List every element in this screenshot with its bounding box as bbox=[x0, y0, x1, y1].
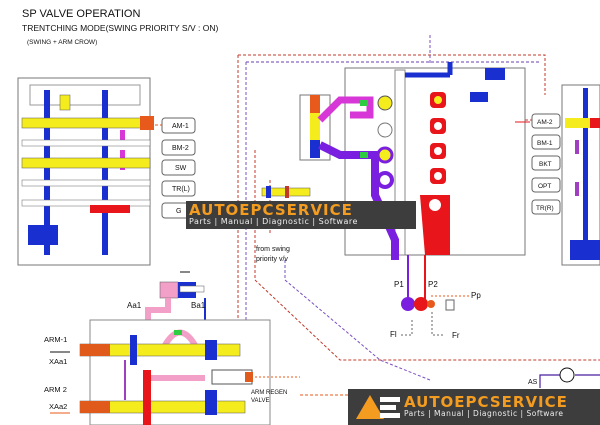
watermark-tagline-bottom: Parts | Manual | Diagnostic | Software bbox=[404, 409, 564, 418]
left-label-sw: SW bbox=[175, 165, 187, 172]
label-arm-regen: ARM REGEN bbox=[251, 390, 287, 396]
label-aa1: Aa1 bbox=[127, 301, 142, 310]
label-p2: P2 bbox=[428, 280, 438, 289]
label-arm2: ARM 2 bbox=[44, 385, 67, 394]
swing-motor bbox=[539, 367, 600, 388]
page-title: SP VALVE OPERATION bbox=[22, 8, 140, 20]
label-valve: VALVE bbox=[251, 398, 269, 404]
right-label-am2: AM-2 bbox=[537, 119, 553, 126]
right-label-bkt: BKT bbox=[539, 161, 552, 168]
right-label-trr: TR(R) bbox=[536, 205, 554, 212]
pump-group bbox=[400, 255, 470, 336]
swing-priority-spool bbox=[261, 186, 311, 198]
mode-note: (SWING + ARM CROW) bbox=[27, 39, 97, 46]
autoepc-logo bbox=[356, 395, 400, 419]
watermark-brand: AUTOEPCSERVICE bbox=[189, 201, 353, 219]
note-priority-vv: priority v/v bbox=[256, 256, 288, 263]
left-control-valve bbox=[17, 77, 154, 266]
watermark-banner-center: AUTOEPCSERVICE Parts | Manual | Diagnost… bbox=[186, 201, 416, 229]
label-fl: Fl bbox=[390, 330, 397, 339]
center-main-valve bbox=[299, 62, 526, 260]
left-valve-labels: AM-1 BM-2 SW TR(L) G bbox=[161, 117, 196, 219]
label-fr: Fr bbox=[452, 331, 460, 340]
watermark-banner-bottom: AUTOEPCSERVICE Parts | Manual | Diagnost… bbox=[348, 389, 600, 425]
left-label-am1: AM-1 bbox=[172, 123, 189, 130]
label-ba1: Ba1 bbox=[191, 301, 206, 310]
left-label-g: G bbox=[176, 208, 181, 215]
watermark-brand-bottom: AUTOEPCSERVICE bbox=[404, 393, 568, 411]
watermark-tagline: Parts | Manual | Diagnostic | Software bbox=[189, 217, 358, 226]
right-valve-labels: AM-2 BM-1 BKT OPT TR(R) bbox=[531, 113, 561, 215]
left-label-bm2: BM-2 bbox=[172, 145, 189, 152]
label-xaa1: XAa1 bbox=[49, 357, 67, 366]
mode-subtitle: TRENTCHING MODE(SWING PRIORITY S/V : ON) bbox=[22, 23, 218, 33]
arm-valve bbox=[79, 271, 300, 425]
label-xaa2: XAa2 bbox=[49, 402, 67, 411]
right-label-opt: OPT bbox=[538, 183, 551, 190]
label-arm1: ARM-1 bbox=[44, 335, 67, 344]
label-as: AS bbox=[528, 379, 538, 386]
left-label-trl: TR(L) bbox=[172, 186, 190, 193]
right-label-bm1: BM-1 bbox=[537, 140, 553, 147]
label-p1: P1 bbox=[394, 280, 404, 289]
label-pp: Pp bbox=[471, 291, 481, 300]
right-control-valve bbox=[561, 84, 600, 266]
note-from-swing: from swing bbox=[256, 246, 290, 253]
